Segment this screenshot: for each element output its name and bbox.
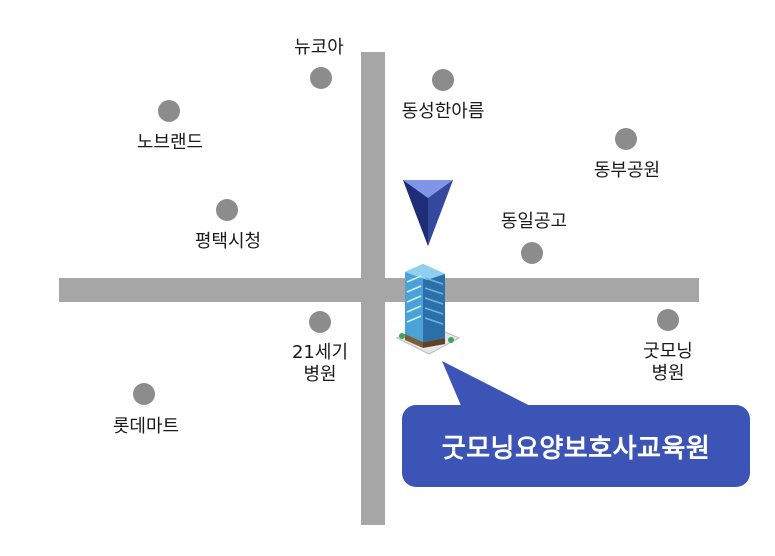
landmark-label-nyukoa: 뉴코아 (294, 37, 344, 58)
landmark-label-line: 병원 (303, 364, 337, 385)
landmark-label-lotte-mart: 롯데마트 (112, 416, 180, 437)
landmark-label-century21-hospital: 21세기 병원 (285, 342, 355, 386)
horizontal-road (59, 278, 699, 302)
landmark-dot-century21-hospital (309, 311, 331, 333)
landmark-dot-nyukoa (310, 67, 332, 89)
landmark-label-line: 굿모닝 (643, 341, 693, 362)
landmark-label-dongsung: 동성한아름 (401, 101, 485, 122)
landmark-dot-nobrand (158, 100, 180, 122)
building-icon (395, 264, 461, 355)
landmark-label-nobrand: 노브랜드 (136, 132, 204, 153)
landmark-label-dongbu-park: 동부공원 (593, 160, 661, 181)
callout-pointer (442, 361, 548, 415)
landmark-dot-dongil-high (521, 242, 543, 264)
landmark-label-dongil-high: 동일공고 (500, 211, 568, 232)
landmark-dot-dongbu-park (615, 128, 637, 150)
landmark-dot-pyeongtaek-city (216, 199, 238, 221)
destination-name: 굿모닝요양보호사교육원 (441, 433, 711, 464)
landmark-dot-dongsung (432, 69, 454, 91)
landmark-label-line: 21세기 (291, 342, 349, 363)
landmark-label-line: 병원 (651, 363, 685, 384)
landmark-dot-goodmorning-hospital (657, 309, 679, 331)
landmark-dot-lotte-mart (133, 383, 155, 405)
landmark-label-goodmorning-hospital: 굿모닝 병원 (633, 341, 703, 385)
destination-callout: 굿모닝요양보호사교육원 (402, 405, 750, 487)
landmark-label-pyeongtaek-city: 평택시청 (194, 231, 262, 252)
location-marker-icon (403, 180, 453, 246)
